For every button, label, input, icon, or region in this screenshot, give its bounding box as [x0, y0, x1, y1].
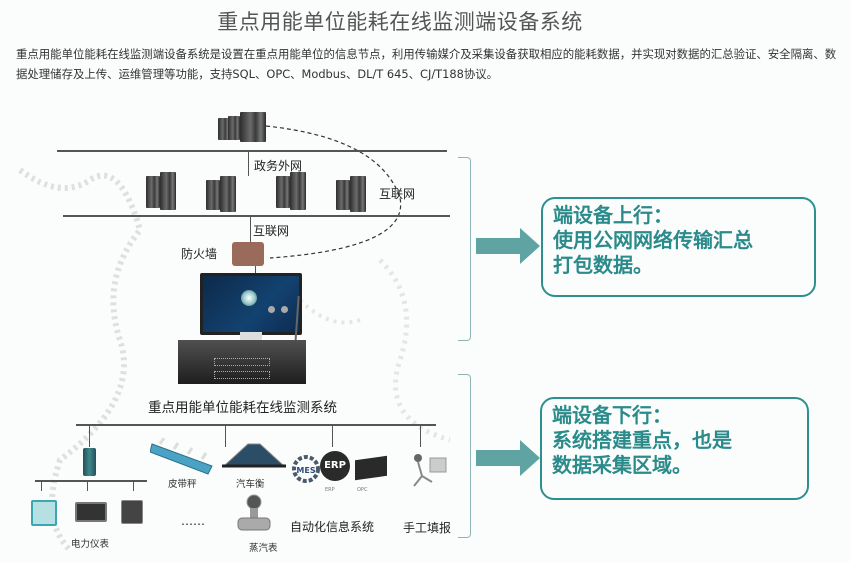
connector-line — [133, 481, 134, 491]
internet-dashed-link — [265, 125, 402, 259]
server-rack-4 — [336, 176, 366, 212]
gov-network-bus — [57, 150, 447, 152]
connector-line — [89, 425, 90, 447]
erp-text: ERP — [324, 460, 346, 471]
ellipsis-label: …… — [181, 514, 205, 528]
erp-icon: ERP — [320, 451, 350, 481]
uplink-arrow-icon — [476, 228, 540, 264]
truck-scale-label: 汽车衡 — [236, 479, 265, 490]
downlink-callout-line3: 数据采集区域。 — [552, 453, 692, 477]
uplink-callout-line2: 使用公网网络传输汇总 — [553, 228, 753, 252]
automation-system-label: 自动化信息系统 — [290, 520, 375, 534]
truck-scale-icon — [222, 443, 286, 468]
data-collector-icon — [83, 448, 96, 476]
steam-meter-icon — [237, 494, 271, 531]
erp-sublabel: ERP — [325, 487, 335, 493]
server-rack-1 — [146, 172, 176, 210]
connector-line — [225, 425, 226, 447]
opc-sublabel: OPC — [357, 487, 368, 493]
belt-scale-label: 皮带秤 — [168, 479, 197, 490]
downlink-arrow-icon — [476, 440, 540, 476]
connector-line — [248, 152, 249, 176]
firewall-label: 防火墙 — [181, 247, 218, 261]
page-title: 重点用能单位能耗在线监测端设备系统 — [217, 10, 583, 34]
gov-external-net-label: 政务外网 — [254, 159, 303, 173]
connector-line — [332, 425, 333, 447]
meter-bus — [35, 480, 147, 482]
connector-line — [255, 262, 256, 276]
power-meter-icon-1 — [31, 500, 57, 526]
firewall-icon — [232, 242, 264, 266]
downlink-bracket — [458, 374, 471, 538]
cloud-server-cluster — [218, 112, 266, 142]
manual-entry-label: 手工填报 — [403, 521, 452, 535]
device-bus — [76, 424, 436, 426]
power-meter-icon-2 — [75, 502, 107, 522]
connector-line — [250, 217, 251, 247]
internet-label-below: 互联网 — [253, 224, 290, 238]
mes-icon: MES — [292, 455, 320, 483]
power-meter-label: 电力仪表 — [71, 539, 110, 550]
uplink-callout-title: 端设备上行： — [553, 203, 673, 227]
belt-scale-icon — [150, 438, 213, 475]
internet-label-right: 互联网 — [379, 187, 416, 201]
monitor-dashboard — [200, 273, 302, 335]
background-map — [18, 167, 451, 553]
downlink-callout-line2: 系统搭建重点，也是 — [552, 428, 732, 452]
steam-meter-label: 蒸汽表 — [249, 543, 278, 554]
server-rack-3 — [276, 172, 306, 210]
manual-entry-icon — [413, 454, 447, 487]
page-description: 重点用能单位能耗在线监测端设备系统是设置在重点用能单位的信息节点，利用传输媒介及… — [16, 47, 837, 81]
power-meter-icon-3 — [121, 500, 143, 524]
downlink-callout-title: 端设备下行： — [552, 403, 672, 427]
connector-line — [420, 425, 421, 447]
connector-line — [87, 481, 88, 491]
connector-line — [41, 481, 42, 491]
system-label: 重点用能单位能耗在线监测系统 — [148, 400, 337, 416]
uplink-callout: 端设备上行： 使用公网网络传输汇总 打包数据。 — [541, 197, 816, 297]
server-rack-2 — [206, 176, 236, 212]
uplink-bracket — [458, 157, 471, 341]
gateway-rack-device — [178, 340, 306, 384]
downlink-callout: 端设备下行： 系统搭建重点，也是 数据采集区域。 — [540, 397, 809, 500]
internet-bus — [63, 215, 450, 217]
uplink-callout-line3: 打包数据。 — [553, 253, 653, 277]
mes-text: MES — [296, 466, 315, 475]
